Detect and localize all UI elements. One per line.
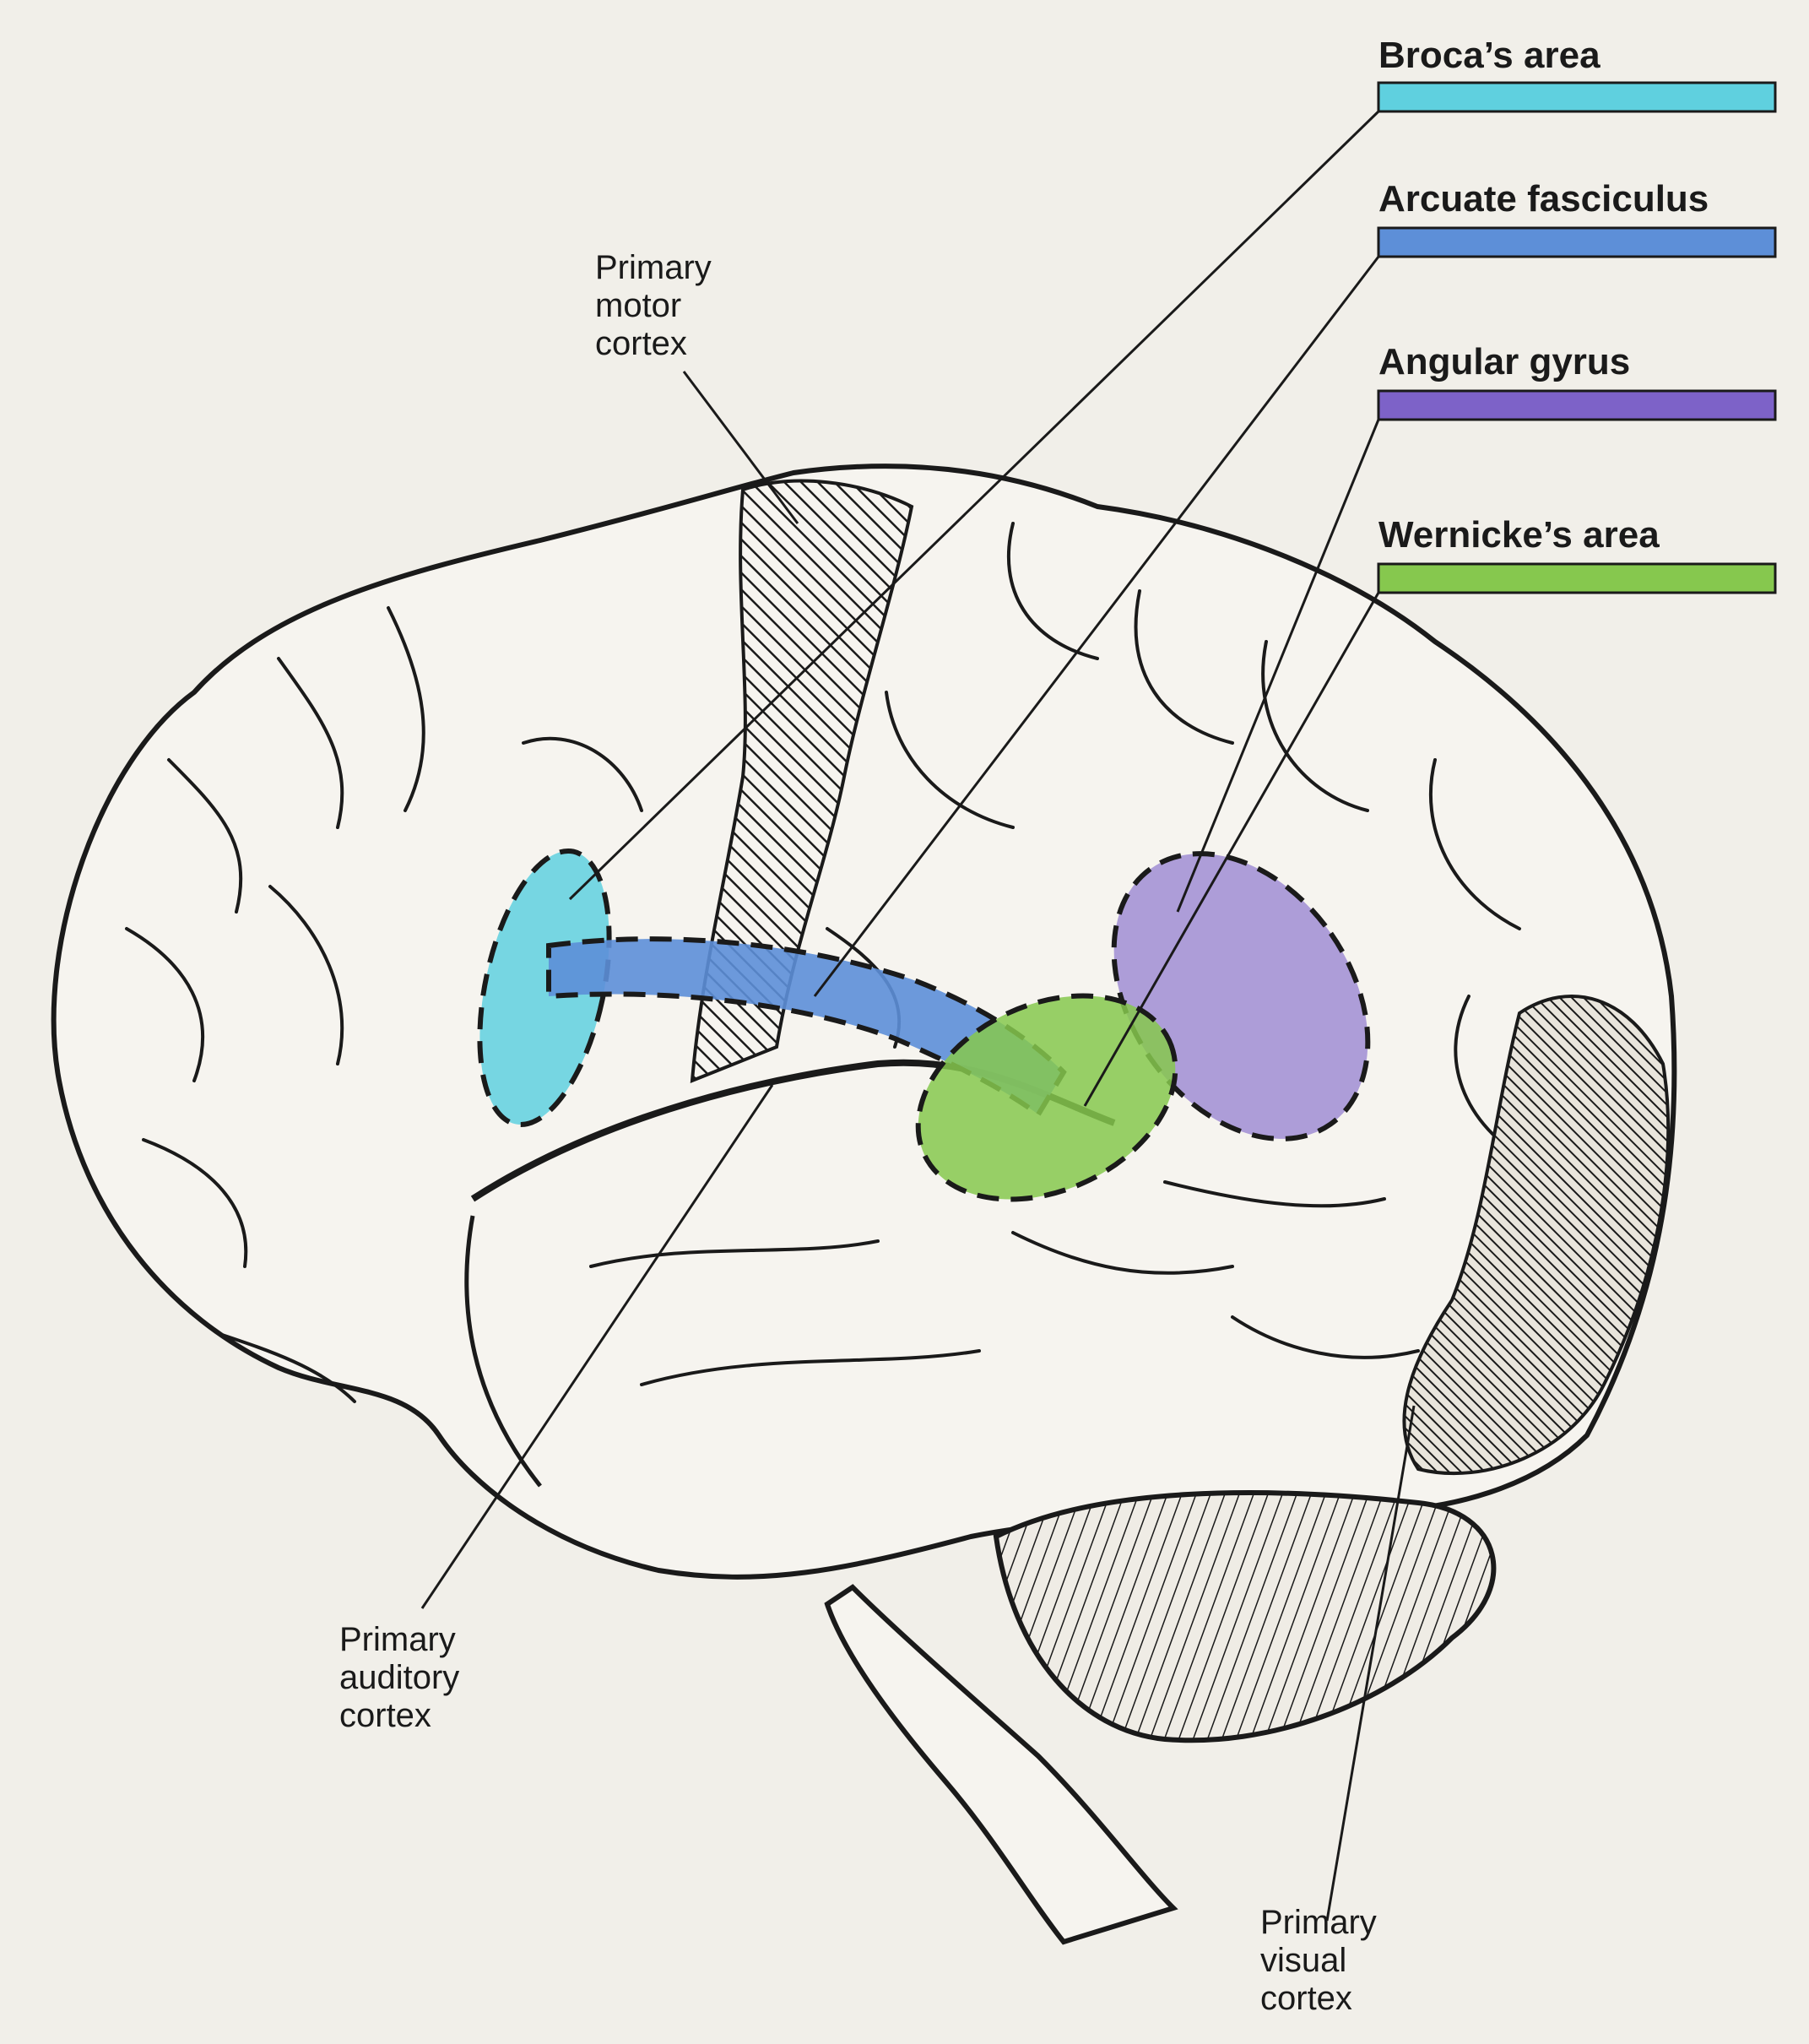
language-regions: [477, 848, 1371, 1202]
motor-line-2: motor: [595, 287, 681, 324]
leader-motor: [682, 371, 799, 524]
motor-cortex-hatch: [690, 479, 914, 1084]
visual-line-2: visual: [1260, 1942, 1346, 1979]
temporal-lobe-edge: [464, 1215, 542, 1488]
arcuate-fasciculus-region: [546, 936, 1067, 1119]
wernicke-region: [915, 993, 1178, 1202]
leader-angular: [1176, 419, 1380, 913]
leader-auditory: [420, 1084, 774, 1609]
broca-region: [477, 848, 612, 1128]
cerebellum: [993, 1490, 1497, 1743]
legend-swatch-arcuate: [1377, 226, 1777, 258]
auditory-line-2: auditory: [339, 1659, 459, 1696]
motor-line-3: cortex: [595, 325, 687, 362]
annotation-auditory: Primary auditory cortex: [339, 1621, 459, 1734]
legend-label-arcuate: Arcuate fasciculus: [1378, 178, 1709, 220]
motor-line-1: Primary: [595, 249, 712, 286]
legend-item-angular: Angular gyrus: [1377, 341, 1777, 421]
gyri-lines: [125, 522, 1538, 1403]
leader-wernicke: [1083, 592, 1380, 1107]
legend-item-arcuate: Arcuate fasciculus: [1377, 178, 1777, 258]
legend-swatch-broca: [1377, 81, 1777, 113]
legend-item-broca: Broca’s area: [1377, 35, 1777, 113]
leader-broca: [568, 110, 1380, 901]
leader-lines: [420, 110, 1416, 1922]
legend-swatch-wernicke: [1377, 562, 1777, 594]
legend-label-angular: Angular gyrus: [1378, 341, 1630, 382]
leader-arcuate: [813, 256, 1380, 997]
legend-label-broca: Broca’s area: [1378, 35, 1600, 76]
legend: Broca’s area Arcuate fasciculus Angular …: [1377, 35, 1777, 594]
visual-line-1: Primary: [1260, 1904, 1377, 1941]
legend-swatch-angular: [1377, 389, 1777, 421]
legend-label-wernicke: Wernicke’s area: [1378, 514, 1660, 556]
annotation-visual: Primary visual cortex: [1260, 1904, 1377, 2017]
annotation-motor: Primary motor cortex: [595, 249, 712, 362]
brainstem: [824, 1584, 1178, 1945]
legend-item-wernicke: Wernicke’s area: [1377, 514, 1777, 594]
leader-visual: [1325, 1405, 1416, 1922]
auditory-line-3: cortex: [339, 1697, 431, 1734]
auditory-line-1: Primary: [339, 1621, 456, 1658]
visual-line-3: cortex: [1260, 1980, 1352, 2017]
visual-cortex-hatch: [1402, 995, 1671, 1476]
